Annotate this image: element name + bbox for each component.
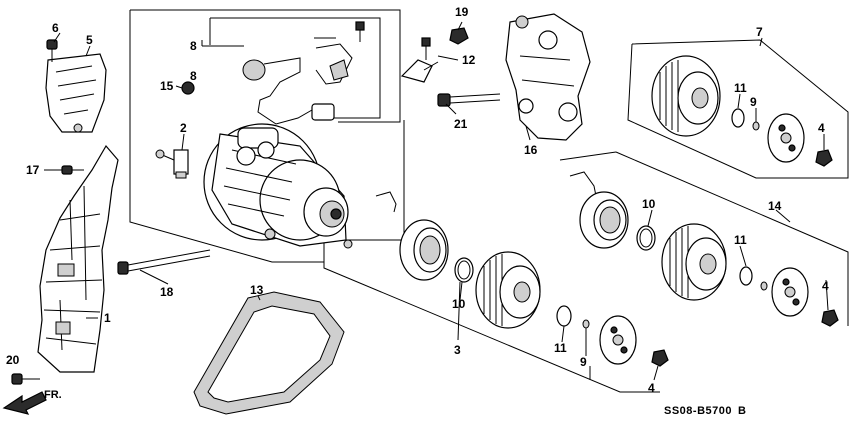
- callout-20: 20: [6, 353, 20, 367]
- wire-harness-8: [242, 21, 365, 125]
- front-direction-label: FR.: [44, 389, 62, 401]
- clutch-assembly-frame-14: [559, 151, 849, 326]
- bolt-6: [46, 39, 58, 62]
- callout-18: 18: [160, 285, 174, 299]
- bolt-21: [437, 93, 501, 107]
- bolt-20: [11, 373, 40, 385]
- callout-1: 1: [104, 311, 111, 325]
- callout-13: 13: [250, 283, 264, 297]
- leader-lines: [44, 21, 829, 381]
- field-coil-right: [569, 171, 629, 249]
- nut-4-upper: [815, 149, 833, 167]
- heat-shield-bracket: [45, 53, 107, 133]
- nut-19: [449, 27, 469, 45]
- callout-15: 15: [160, 79, 174, 93]
- drive-belt-13: [193, 291, 345, 415]
- shim-11-right: [739, 266, 768, 291]
- callout-7: 7: [756, 25, 763, 39]
- field-coil-lower: [375, 191, 449, 281]
- compressor-mount-bracket-16: [505, 13, 591, 141]
- switch-2: [155, 149, 189, 179]
- callout-12: 12: [462, 53, 476, 67]
- callout-2: 2: [180, 121, 187, 135]
- callout-8: 8: [190, 39, 197, 53]
- nut-4-lower: [651, 349, 669, 367]
- callout-10b: 10: [642, 197, 656, 211]
- front-direction-arrow: [2, 391, 47, 415]
- callout-11: 11: [554, 341, 567, 355]
- diagram-code: SS08-B5700 B: [664, 405, 746, 417]
- callout-8b: 8: [190, 69, 197, 83]
- callout-9b: 9: [750, 95, 757, 109]
- callout-16: 16: [524, 143, 538, 157]
- clutch-assembly-frame-3: [323, 262, 660, 393]
- diagram-code-text: SS08-B5700: [664, 405, 732, 417]
- callout-14: 14: [768, 199, 782, 213]
- snap-ring-10: [454, 257, 474, 283]
- nut-4-right: [821, 309, 839, 327]
- ac-compressor: [203, 123, 353, 249]
- clip-15: [181, 81, 195, 95]
- clutch-assembly-frame-7: [627, 39, 849, 179]
- armature-plate-lower: [599, 315, 637, 365]
- snap-ring-10-right: [636, 225, 656, 251]
- callout-4: 4: [818, 121, 825, 135]
- diagram-code-suffix: B: [738, 405, 746, 417]
- pulley-right: [661, 223, 727, 301]
- armature-plate-right: [771, 267, 809, 317]
- callout-19: 19: [455, 5, 469, 19]
- callout-labels: 6 5 17 1 20 2 15 18 8 8 19 12 21 16 13 1…: [6, 5, 829, 395]
- callout-4b: 4: [648, 381, 655, 395]
- callout-10: 10: [452, 297, 466, 311]
- bolt-17: [61, 165, 84, 175]
- belt-cover-shield: [37, 144, 119, 373]
- callout-17: 17: [26, 163, 40, 177]
- callout-5: 5: [86, 33, 93, 47]
- bolt-18: [117, 249, 211, 275]
- callout-21: 21: [454, 117, 468, 131]
- callout-9: 9: [580, 355, 587, 369]
- pulley-upper: [651, 55, 721, 137]
- armature-plate-upper: [767, 113, 805, 163]
- shim-11-upper: [731, 108, 760, 131]
- callout-11d: 11: [734, 233, 747, 247]
- callout-11c: 11: [734, 81, 747, 95]
- callout-4c: 4: [822, 279, 829, 293]
- bracket-12: [400, 37, 433, 83]
- pulley-3: [475, 251, 541, 329]
- shim-11: [556, 305, 590, 329]
- callout-3: 3: [454, 343, 461, 357]
- callout-6: 6: [52, 21, 59, 35]
